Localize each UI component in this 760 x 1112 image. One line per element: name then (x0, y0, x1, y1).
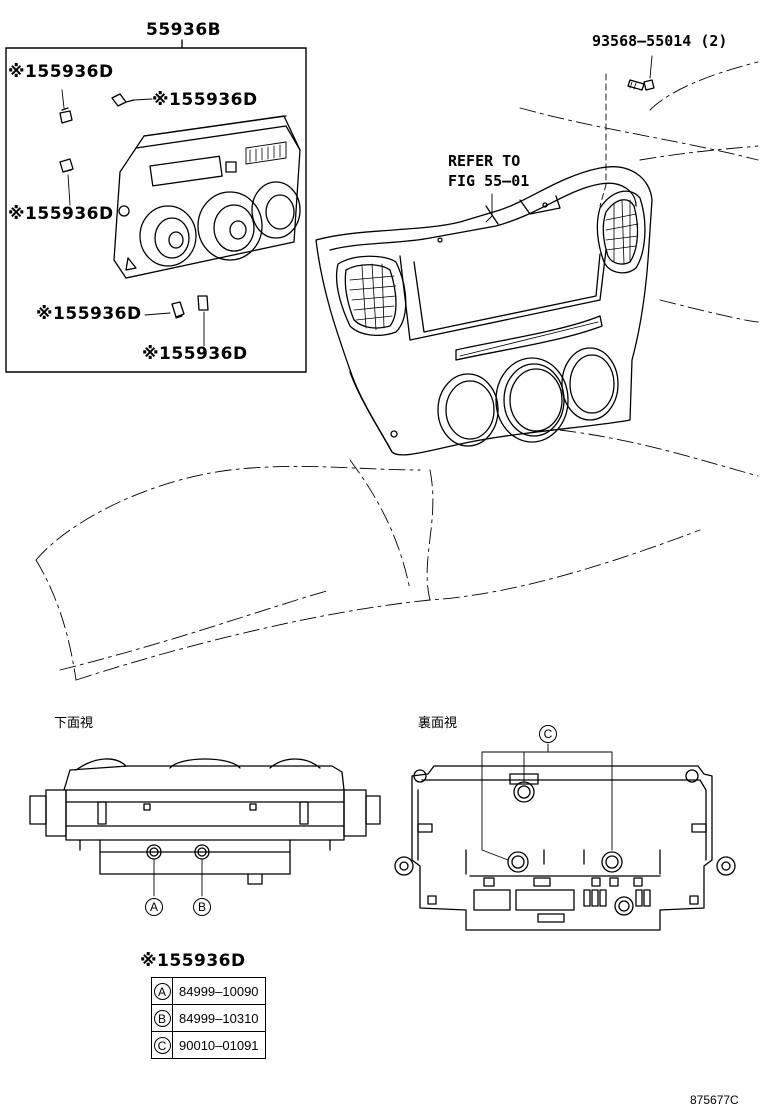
bulb-icon (111, 93, 153, 107)
bulb-icon (59, 89, 73, 124)
knob-openings (437, 347, 619, 447)
table-row: A 84999–10090 (151, 977, 266, 1005)
air-vent-icon (335, 255, 407, 337)
air-vent-icon (596, 190, 646, 274)
callout-b: B (193, 898, 211, 916)
bulb-label: ※155936D (142, 344, 248, 364)
legend-key: A (153, 982, 171, 1000)
control-knob-icon (139, 205, 197, 267)
main-assembly-label: 55936B (146, 20, 222, 40)
bulb-socket (507, 851, 529, 873)
center-cluster-bezel (315, 166, 653, 456)
bulb-label: ※155936D (8, 62, 114, 82)
table-row: C 90010–01091 (151, 1031, 266, 1059)
bulb-label: ※155936D (36, 304, 142, 324)
reference-mark-icon: ※1 (36, 304, 66, 324)
bulb-socket (513, 781, 535, 803)
legend-part-number: 90010–01091 (172, 1031, 266, 1059)
control-knob-icon (251, 181, 301, 239)
callout-c: C (539, 725, 557, 743)
screw-icon (627, 79, 655, 91)
assembly-box (5, 47, 307, 373)
bottom-view-drawing (29, 758, 381, 897)
bulb-label: ※155936D (8, 204, 114, 224)
legend-key: C (153, 1036, 171, 1054)
figure-code: 875677C (690, 1093, 739, 1107)
reference-mark-icon: ※1 (142, 344, 172, 364)
rear-view-title: 裏面視 (418, 716, 458, 731)
bulb-icon (197, 295, 209, 347)
refer-to-line2: FIG 55–01 (448, 172, 530, 190)
reference-mark-icon: ※1 (140, 951, 170, 971)
bottom-view-title: 下面視 (54, 716, 94, 731)
legend-title: ※155936D (140, 951, 246, 971)
bulb-label: ※155936D (152, 90, 258, 110)
legend-part-number: 84999–10310 (172, 1004, 266, 1032)
dash-outline (35, 61, 759, 681)
legend-part-number: 84999–10090 (172, 977, 266, 1005)
heater-control-panel (113, 115, 301, 279)
reference-mark-icon: ※1 (152, 90, 182, 110)
callout-a: A (145, 898, 163, 916)
bulb-socket (601, 851, 623, 873)
reference-mark-icon: ※1 (8, 204, 38, 224)
reference-mark-icon: ※1 (8, 62, 38, 82)
table-row: B 84999–10310 (151, 1004, 266, 1032)
legend-table: A 84999–10090 B 84999–10310 C 90010–0109… (151, 977, 266, 1059)
rear-view-drawing (394, 743, 736, 931)
screw-label: 93568–55014 (2) (592, 32, 728, 50)
refer-to-line1: REFER TO (448, 152, 521, 170)
bulb-icon (59, 158, 74, 206)
bulb-icon (144, 301, 185, 319)
control-knob-icon (197, 191, 263, 261)
legend-key: B (153, 1009, 171, 1027)
